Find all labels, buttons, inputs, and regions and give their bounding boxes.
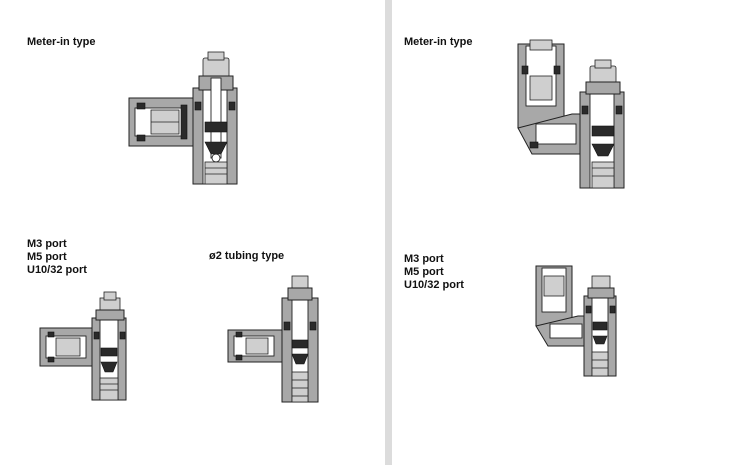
port-m3-right: M3 port <box>404 253 444 265</box>
meter-in-elbow-fitting-drawing <box>128 51 238 185</box>
meter-in-banjo-fitting-drawing <box>517 39 625 189</box>
right-panel: Meter-in type M3 port M5 port U10/32 por… <box>392 0 750 465</box>
port-m3-left: M3 port <box>27 238 67 250</box>
ports-list-left: M3 port M5 port U10/32 port <box>27 238 87 277</box>
left-panel: Meter-in type M3 port M5 port U10/32 por… <box>27 36 319 403</box>
port-m5-right: M5 port <box>404 266 444 278</box>
panel-divider <box>385 0 392 465</box>
port-banjo-fitting-drawing <box>535 265 617 377</box>
meter-in-title-right: Meter-in type <box>404 36 473 48</box>
ports-list-right: M3 port M5 port U10/32 port <box>404 253 464 292</box>
meter-in-title-left: Meter-in type <box>27 36 96 48</box>
port-m5-left: M5 port <box>27 251 67 263</box>
tubing-type-title: ø2 tubing type <box>209 250 285 262</box>
port-u10-32-left: U10/32 port <box>27 264 87 276</box>
tubing-type-fitting-drawing <box>227 275 319 403</box>
port-u10-32-right: U10/32 port <box>404 279 464 291</box>
port-elbow-fitting-drawing <box>39 291 127 401</box>
